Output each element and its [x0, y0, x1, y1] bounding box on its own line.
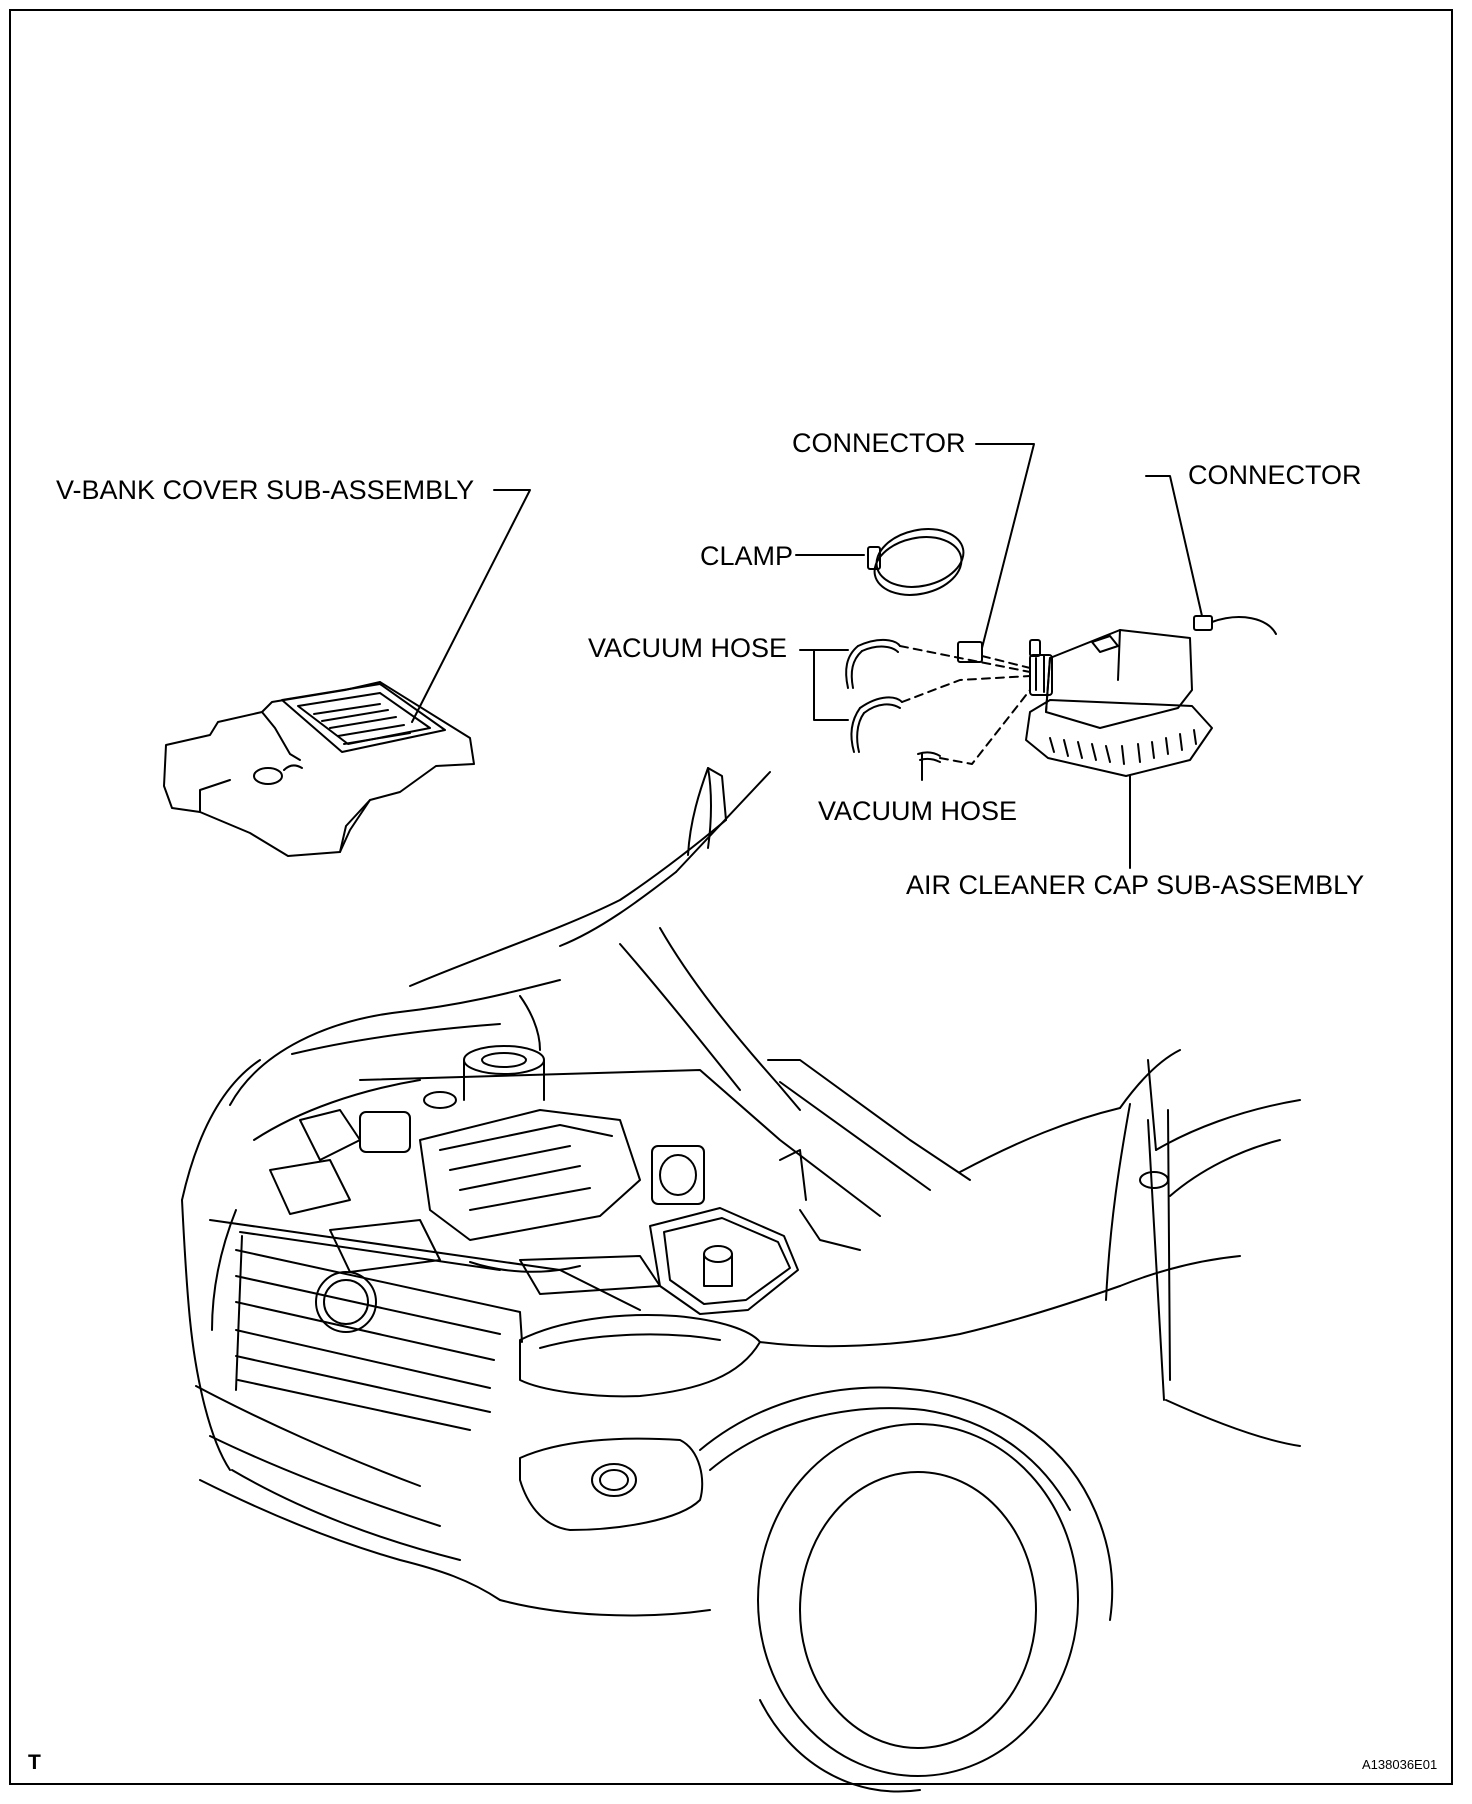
vacuum-hose-label-1: VACUUM HOSE: [588, 633, 788, 663]
figure-id: A138036E01: [1362, 1757, 1438, 1772]
corner-mark: T: [28, 1751, 41, 1774]
connector-label-2: CONNECTOR: [1188, 460, 1362, 490]
vbank-cover-drawing: [163, 681, 475, 857]
assembly-dashed-lines: [899, 645, 1031, 765]
air-cleaner-cap-drawing: [957, 615, 1277, 777]
diagram-frame: [9, 9, 1453, 1785]
connector-label-1: CONNECTOR: [792, 428, 966, 458]
vehicle-drawing: [181, 767, 1301, 1793]
leader-lines: [411, 443, 1203, 869]
vbank-cover-label: V-BANK COVER SUB-ASSEMBLY: [56, 475, 475, 505]
air-cleaner-cap-label: AIR CLEANER CAP SUB-ASSEMBLY: [906, 870, 1365, 900]
vacuum-hose-label-2: VACUUM HOSE: [818, 796, 1018, 826]
vacuum-hose-drawing: [845, 639, 941, 763]
clamp-drawing: [867, 528, 965, 596]
clamp-label: CLAMP: [700, 541, 794, 571]
